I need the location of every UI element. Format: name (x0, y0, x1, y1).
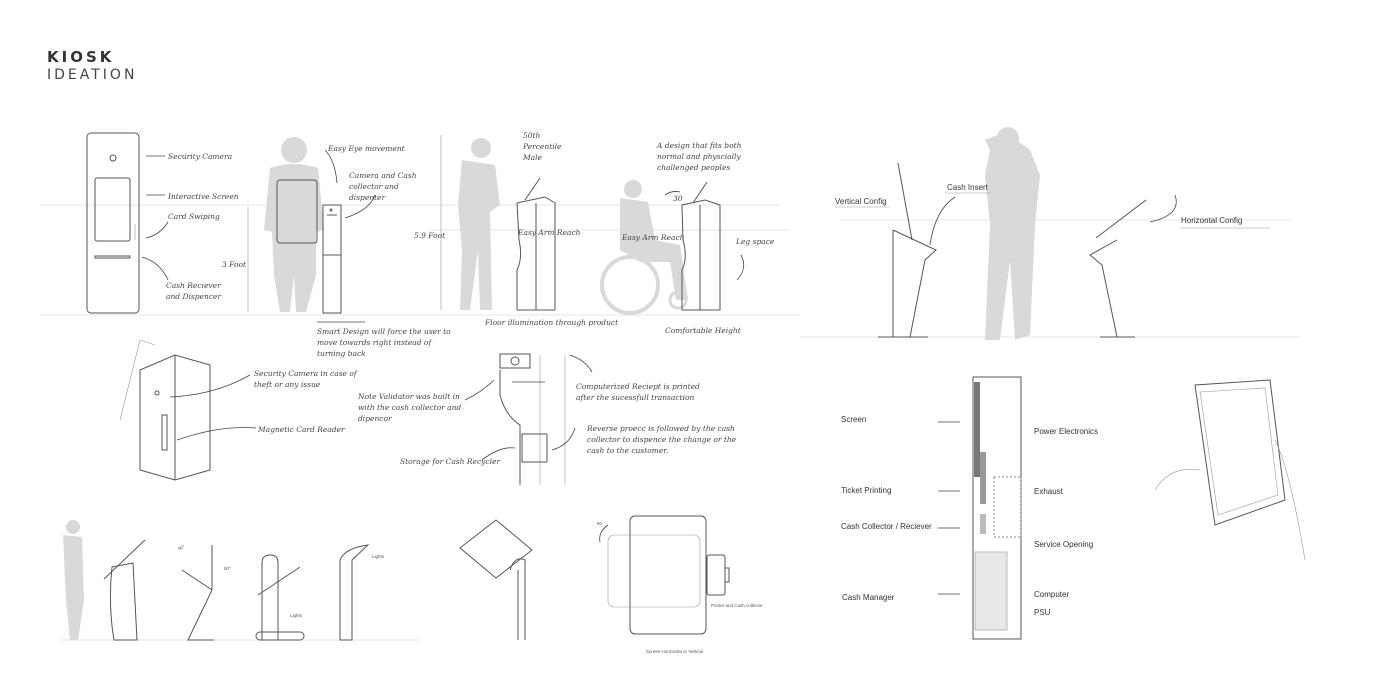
label-receipt: Computerized Reciept is printed after th… (576, 382, 700, 402)
label-lights-1: Lights (290, 613, 303, 618)
kiosk-front-sketch (86, 132, 140, 314)
male-side-kiosk (516, 177, 556, 311)
label-magnetic-card-reader: Magnetic Card Reader (258, 425, 345, 434)
section-label-psu: PSU (1034, 608, 1051, 617)
label-height-5-9ft: 5.9 Foot (414, 231, 446, 240)
label-arm-reach-male: Easy Arm Reach (518, 228, 581, 237)
config-view-sketch (835, 127, 1270, 340)
section-label-computer: Computer (1034, 590, 1070, 599)
label-cash-insert: Cash Insert (947, 183, 988, 192)
perspective-screen-sketch (1154, 379, 1306, 561)
label-interactive-screen: Interactive Screen (168, 192, 239, 201)
label-vertical-config: Vertical Config (835, 197, 887, 206)
page-title: KIOSK (47, 48, 115, 66)
rotating-screen-sketch (599, 515, 730, 635)
annotation-arrows-user-front (317, 149, 376, 323)
label-angle-b: 90° (224, 566, 231, 571)
label-height-3ft: 3 Foot (222, 260, 246, 269)
label-rotate-angle: 90 (597, 521, 603, 526)
label-arm-reach-wheelchair: Easy Arm Reach (622, 233, 685, 242)
label-cash-recycler-storage: Storage for Cash Recycler (400, 457, 501, 466)
label-security-camera-theft: Security Camera in case of theft or any … (254, 369, 357, 389)
label-50th-percentile: 50th Percentile Male (523, 131, 562, 162)
label-screen-orientation: Screen Horizontal or Vertical (646, 649, 704, 654)
kiosk-detail-sketch (119, 339, 257, 481)
section-label-cash-collector: Cash Collector / Reciever (841, 522, 932, 531)
label-floor-illumination: Floor illumination through product (485, 318, 619, 327)
label-lights-2: Lights (372, 554, 385, 559)
annotation-arrows-front (141, 155, 249, 312)
page-subtitle: IDEATION (47, 67, 138, 83)
label-leg-space: Leg space (736, 237, 775, 246)
label-design-fit: A design that fits both normal and physc… (657, 141, 742, 172)
label-angle-30: 30 (673, 194, 683, 203)
section-label-exhaust: Exhaust (1034, 487, 1063, 496)
section-label-screen: Screen (841, 415, 867, 424)
section-label-service-opening: Service Opening (1034, 540, 1094, 549)
cash-flow-sketch (464, 353, 593, 485)
label-printer-cash-collector: Printer and Cash collector (711, 603, 763, 608)
label-card-swiping: Card Swiping (168, 212, 220, 221)
section-label-power-electronics: Power Electronics (1034, 427, 1099, 436)
kiosk-variants-sketch (63, 520, 370, 641)
user-front-kiosk (276, 179, 342, 314)
label-security-camera: Security Camera (168, 152, 233, 161)
user-front-silhouette (264, 137, 324, 312)
label-eye-movement: Easy Eye movement (328, 144, 405, 153)
label-camera-cash: Camera and Cash collector and dispenter (349, 171, 417, 202)
label-horizontal-config: Horizontal Config (1181, 216, 1243, 225)
label-note-validator: Note Validator was built in with the cas… (358, 392, 462, 423)
section-label-ticket-printing: Ticket Printing (841, 486, 892, 495)
tilted-screen-sketch (459, 519, 533, 640)
label-reverse-process: Reverse proecc is followed by the cash c… (587, 424, 737, 455)
label-comfortable-height: Comfortable Height (665, 326, 741, 335)
wheelchair-kiosk (681, 181, 721, 311)
section-label-cash-manager: Cash Manager (842, 593, 895, 602)
wheelchair-silhouette (600, 180, 688, 315)
annotation-arrows-wheelchair (664, 191, 745, 281)
label-smart-design: Smart Design will force the user to move… (317, 327, 451, 358)
label-cash-receiver: Cash Reciever and Dispencer (166, 281, 222, 301)
male-side-silhouette (440, 135, 500, 310)
section-view-sketch (938, 376, 1022, 640)
